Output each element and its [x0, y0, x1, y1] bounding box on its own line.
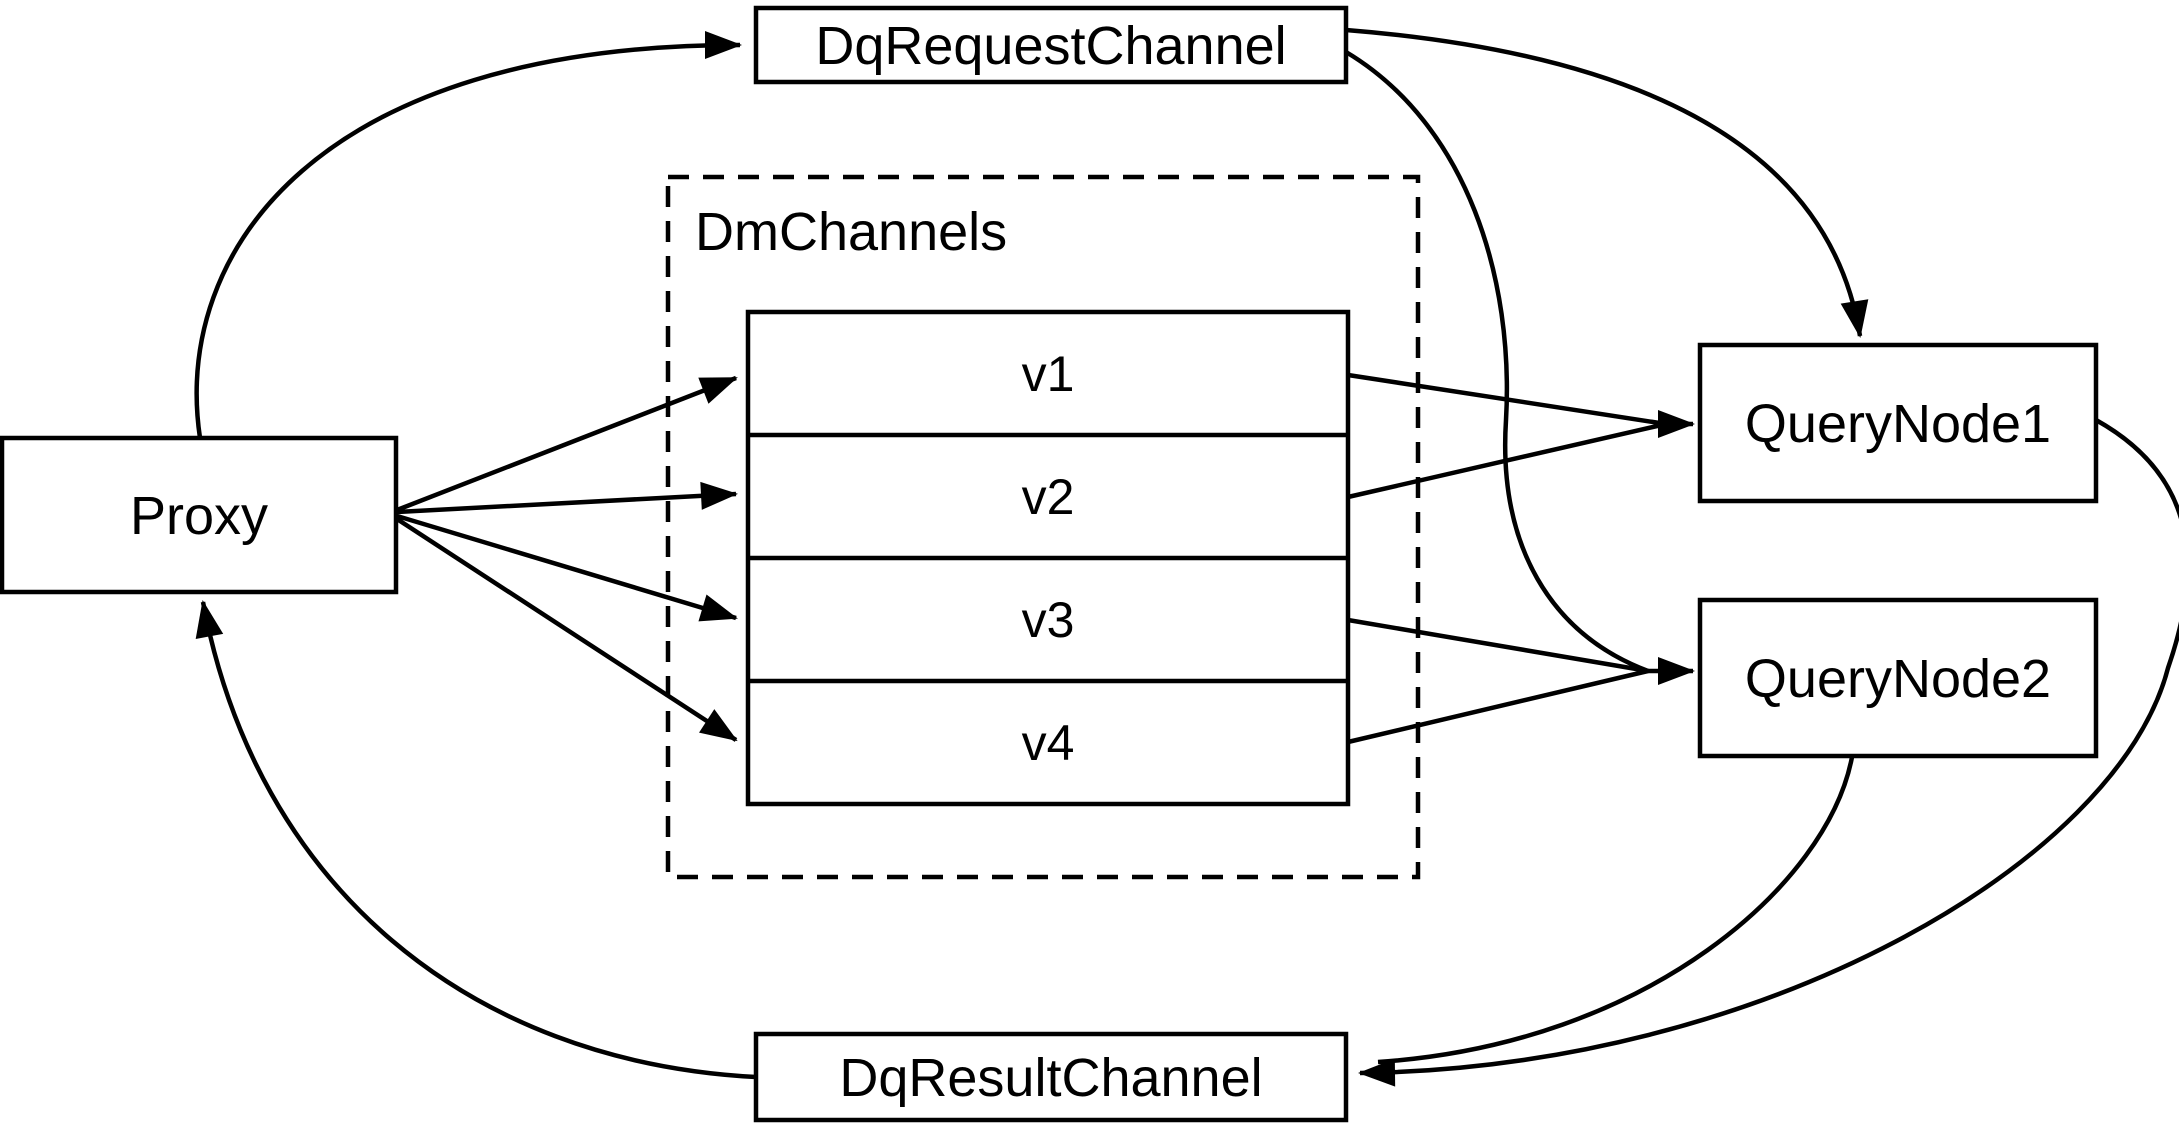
edge-proxy-to-v2: [396, 481, 738, 515]
query-node-1-label: QueryNode1: [1745, 394, 2051, 454]
channel-row-v4: v4: [1022, 715, 1075, 771]
query-node-2-box: [1697, 597, 2099, 759]
dq-request-channel-node: DqRequestChannel: [753, 5, 1349, 85]
edge-v4-to-querynode2: [1347, 668, 1649, 745]
channel-row-v2: v2: [1022, 469, 1075, 525]
edge-proxy-to-v3: [396, 513, 738, 622]
query-node-2: QueryNode2: [1697, 597, 2099, 759]
edge-dqrequestchannel-to-querynode2: [1344, 50, 1649, 674]
edge-proxy-to-v1: [396, 375, 738, 513]
dm-channels-group-box: [665, 174, 1421, 880]
dm-channels-group-label: DmChannels: [695, 202, 1007, 262]
channel-row-v3: v3: [1022, 592, 1075, 648]
edge-v3-to-querynode2: [1347, 617, 1649, 674]
dq-result-channel-box: [753, 1031, 1349, 1123]
query-node-2-label: QueryNode2: [1745, 649, 2051, 709]
dq-request-channel-box: [753, 5, 1349, 85]
query-node-1: QueryNode1: [1697, 342, 2099, 504]
channel-row-v1: v1: [1022, 346, 1075, 402]
edge-querynode2-to-dqresultchannel: [1377, 756, 1855, 1065]
dq-result-channel-label: DqResultChannel: [839, 1048, 1262, 1108]
dq-request-channel-label: DqRequestChannel: [815, 16, 1286, 76]
edge-dqrequestchannel-to-querynode1: [1345, 27, 1869, 338]
query-node-1-box: [1697, 342, 2099, 504]
proxy-box: [0, 435, 399, 595]
edge-proxy-to-v4: [395, 517, 738, 742]
proxy-label: Proxy: [130, 486, 268, 546]
dq-result-channel-node: DqResultChannel: [753, 1031, 1349, 1123]
edge-dqresultchannel-to-proxy: [195, 600, 757, 1080]
proxy-node: Proxy: [0, 435, 399, 595]
edge-proxy-to-dqrequestchannel: [194, 31, 742, 439]
edge-querynode1-to-dqresultchannel: [1358, 418, 2179, 1087]
